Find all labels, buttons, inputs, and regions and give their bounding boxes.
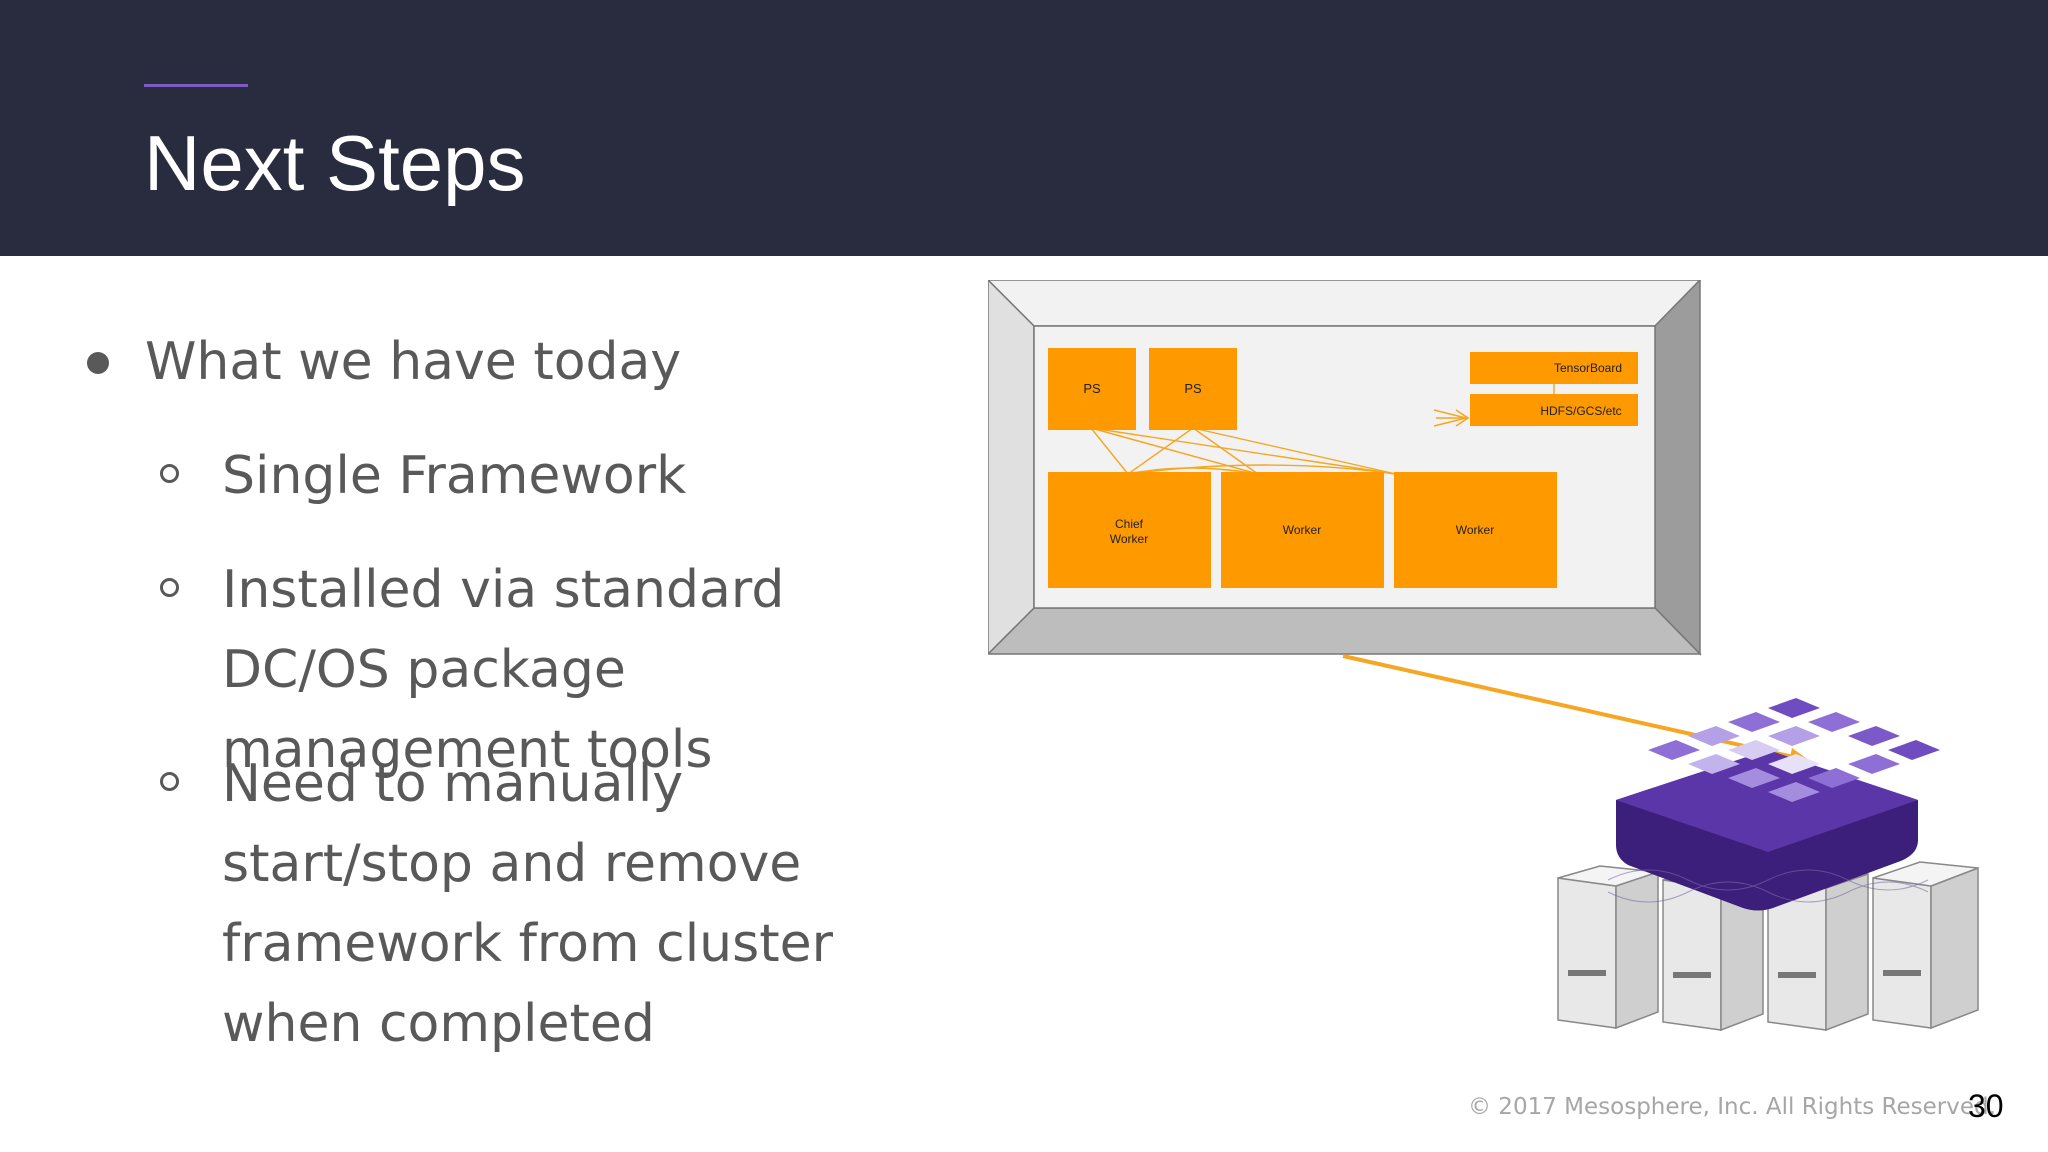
dcos-cluster-illustration (1557, 698, 1979, 1032)
worker-node-1 (1221, 472, 1384, 588)
tensorboard-node (1470, 352, 1638, 384)
worker-label-1: Worker (1283, 523, 1321, 537)
ps-node-2 (1149, 348, 1237, 430)
sub-bullet-item: Need to manually start/stop and remove f… (160, 744, 942, 1064)
framework-box (988, 280, 1702, 656)
chief-worker-label-line2: Worker (1110, 532, 1148, 546)
ps-label-2: PS (1184, 381, 1202, 396)
page-number: 30 (1968, 1088, 2004, 1124)
storage-label: HDFS/GCS/etc (1540, 404, 1621, 418)
sub-bullet-item: Installed via standard DC/OS package man… (160, 550, 942, 790)
hollow-bullet-icon (160, 772, 179, 791)
dcos-tiles (1648, 698, 1940, 802)
tensorboard-label: TensorBoard (1554, 361, 1622, 375)
bullet-list: What we have today Single Framework Inst… (0, 0, 1000, 1152)
filled-bullet-icon (87, 352, 109, 374)
architecture-diagram: PS PS Chief Worker Worker Worker TensorB… (988, 280, 1979, 1032)
hollow-bullet-icon (160, 578, 179, 597)
chief-worker-label-line1: Chief (1115, 517, 1144, 531)
sub-bullet-text: Need to manually start/stop and remove f… (222, 754, 833, 1054)
arrow-icon (1433, 409, 1470, 427)
server-rack-icon (1872, 861, 1979, 1030)
connection-lines (1090, 427, 1397, 475)
bullet-item: What we have today (87, 322, 682, 402)
worker-label-2: Worker (1456, 523, 1494, 537)
sub-bullet-item: Single Framework (160, 436, 687, 516)
sub-bullet-text: Single Framework (222, 446, 687, 506)
ps-node-1 (1048, 348, 1136, 430)
bullet-text: What we have today (145, 332, 682, 392)
copyright-footer: © 2017 Mesosphere, Inc. All Rights Reser… (1468, 1094, 1996, 1120)
server-rack-icon (1557, 865, 1659, 1030)
title-accent-line (144, 84, 248, 87)
ps-label-1: PS (1083, 381, 1101, 396)
hollow-bullet-icon (160, 464, 179, 483)
sub-bullet-text: Installed via standard DC/OS package man… (222, 560, 785, 780)
storage-node (1470, 394, 1638, 426)
slide-title: Next Steps (144, 119, 526, 207)
worker-node-2 (1394, 472, 1557, 588)
slide-header: Next Steps (0, 0, 2048, 256)
chief-worker-node (1048, 472, 1211, 588)
